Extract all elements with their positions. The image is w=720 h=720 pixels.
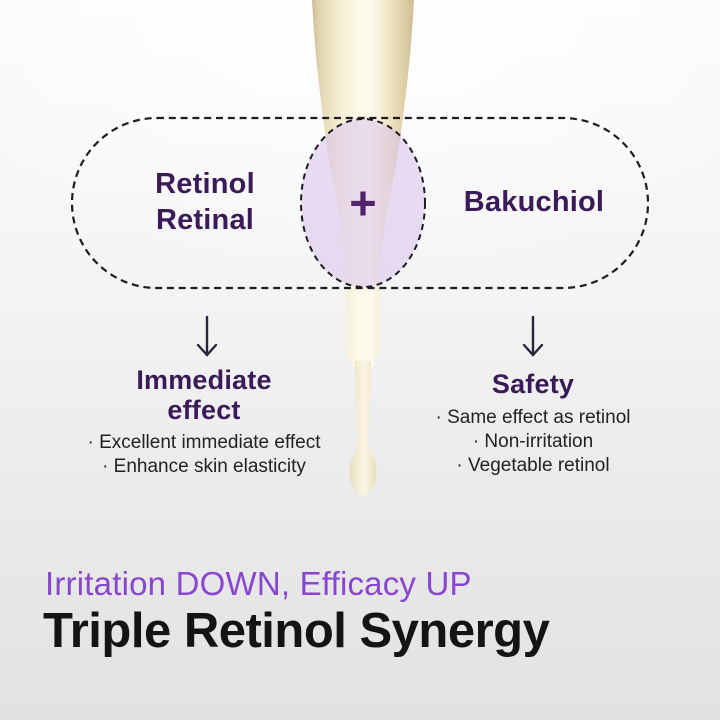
venn-intersection-fill xyxy=(301,119,425,287)
down-arrow-icon-right xyxy=(522,315,544,357)
immediate-effect-heading-line2: effect xyxy=(167,395,241,425)
immediate-effect-heading: Immediate effect xyxy=(104,365,304,425)
venn-left-label: Retinol Retinal xyxy=(105,166,305,238)
bullet-item: · Enhance skin elasticity xyxy=(102,456,306,477)
plus-symbol: + xyxy=(349,176,377,229)
liquid-drop xyxy=(349,361,377,496)
venn-left-label-line2: Retinal xyxy=(155,204,255,236)
venn-left-label-line1: Retinol xyxy=(155,168,255,200)
safety-heading: Safety xyxy=(491,369,575,399)
bullet-item: · Vegetable retinol xyxy=(456,455,610,476)
venn-outline-stadium xyxy=(70,116,650,290)
down-arrow-icon-left xyxy=(196,315,218,357)
bullet-item: · Same effect as retinol xyxy=(435,407,631,428)
safety-bullets: · Same effect as retinol · Non-irritatio… xyxy=(408,406,658,478)
immediate-effect-heading-line1: Immediate xyxy=(136,365,272,395)
venn-outline-ellipse xyxy=(300,118,426,288)
bullet-item: · Non-irritation xyxy=(472,431,594,452)
bullet-item: · Excellent immediate effect xyxy=(87,432,321,453)
immediate-effect-bullets: · Excellent immediate effect · Enhance s… xyxy=(79,431,329,479)
venn-right-label: Bakuchiol xyxy=(463,186,605,218)
footer-tagline: Irritation DOWN, Efficacy UP xyxy=(45,565,472,602)
footer-title: Triple Retinol Synergy xyxy=(43,604,550,658)
